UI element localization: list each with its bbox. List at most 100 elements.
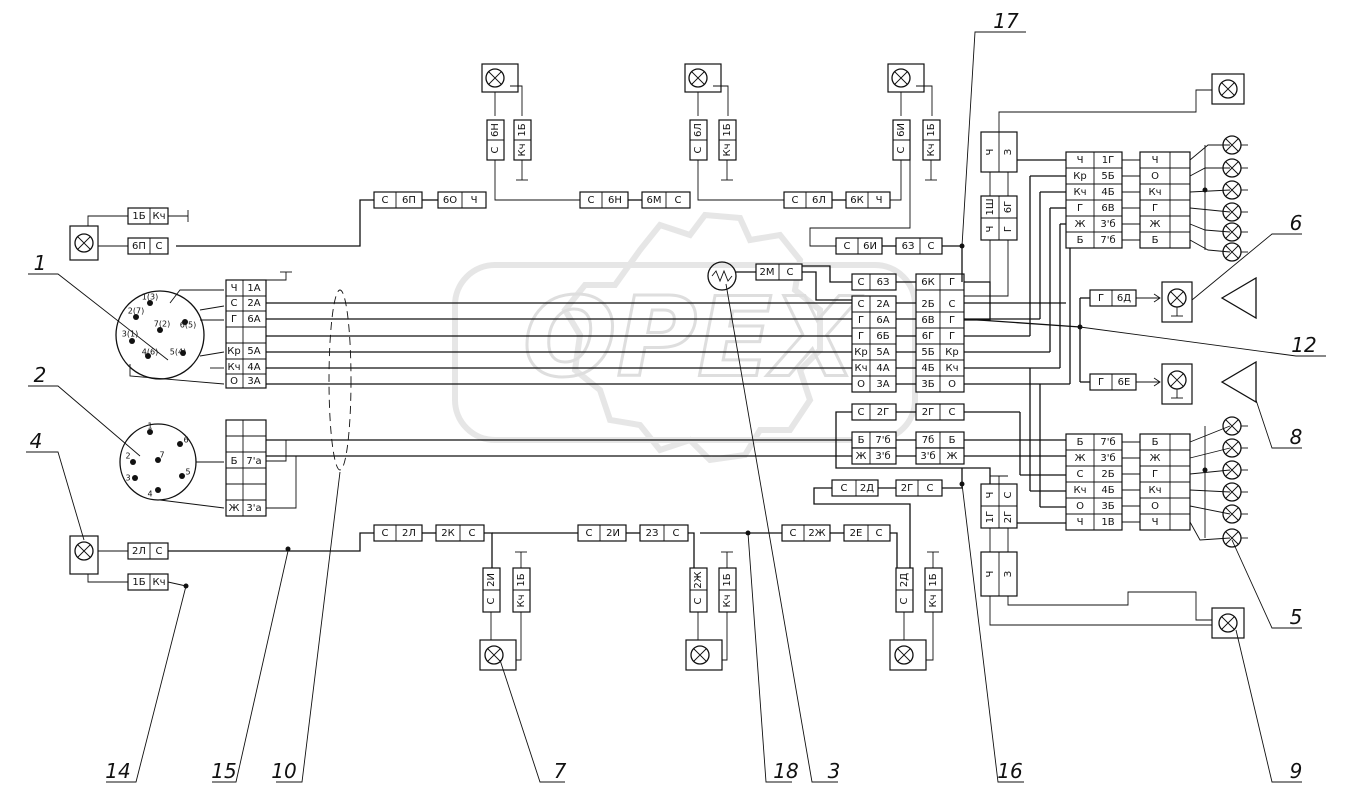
cell: 6Г [1003,201,1014,213]
cell: Ч [1152,155,1159,166]
cell: О [230,376,238,387]
cell: Ж [856,451,867,462]
cell: 5Б [1101,171,1114,182]
cell: 3'а [246,503,261,514]
cell: 6В [921,315,934,326]
cell: З [1003,149,1014,155]
cell: Ч [985,149,996,156]
right-bottom-lamps [1222,416,1248,548]
cell: Кр [1073,171,1086,182]
cell: Г [1098,377,1104,388]
cell: 4Б [921,363,934,374]
cell: 6З [877,277,890,288]
cell: Кр [854,347,867,358]
cell: 2Л [402,528,416,539]
cell: 6Н [490,123,501,137]
cell: Кч [1148,187,1161,198]
cell: Кч [1073,187,1086,198]
cell: 2Ж [693,571,704,588]
pin-label: 3(1) [122,330,138,339]
pin-label: 2 [125,452,130,461]
cell: З [1003,571,1014,577]
cell: 6А [247,314,260,325]
cell: 4А [876,363,889,374]
right-vconn-top: Ч З Ч 1Ш Г 6Г [964,73,1245,297]
cell: 3'б [875,451,890,462]
cell: 6Е [1118,377,1131,388]
cell: 4Б [1101,485,1114,496]
cell: 2Г [877,407,889,418]
cell: Кр [945,347,958,358]
cell: 5Б [921,347,934,358]
callout-number: 1 [34,251,47,275]
cell: 5А [247,346,260,357]
cell: Ч [985,492,996,499]
cell: Г [1098,293,1104,304]
cell: С [841,483,848,494]
cell: Кч [152,577,165,588]
cell: Г [949,315,955,326]
callout-number: 3 [828,759,841,783]
cell: С [1077,469,1084,480]
cell: Кч [1148,485,1161,496]
cell: С [858,277,865,288]
cell: 3Б [921,379,934,390]
right-vconn-bottom: Ч С 1Г 2Г Ч З [980,475,1245,639]
cell: 1Б [516,573,527,586]
cell: 2Г [901,483,913,494]
cell: Г [1152,203,1158,214]
callouts: 1 2 3 4 5 6 7 8 9 10 12 14 15 16 17 18 [26,9,1326,783]
top-lamp-2: С 6Л Кч 1Б [684,63,784,201]
cell: 2К [441,528,454,539]
cell: 1Б [928,573,939,586]
cell: 6О [443,195,457,206]
cell: Кч [928,594,939,607]
cell: 6Г [922,331,934,342]
connector-2: 1 2 3 4 5 6 7 [119,422,225,509]
cell: О [1151,501,1159,512]
cell: 3'б [1100,219,1115,230]
cell: О [1076,501,1084,512]
cell: С [787,267,794,278]
cell: 2А [247,298,260,309]
cell: С [693,597,704,604]
cell: 6Б [876,331,889,342]
cell: Г [1077,203,1083,214]
cell: Ч [471,195,478,206]
cell: Г [858,315,864,326]
cell: С [790,528,797,539]
pin-label: 7(2) [154,320,170,329]
cell: Ж [229,503,240,514]
pin-label: 4(6) [142,348,158,357]
cell: 3А [247,376,260,387]
cell: Г [949,277,955,288]
cell: Б [1152,437,1159,448]
cell: 2Л [132,546,146,557]
cell: 7'б [1100,437,1115,448]
cell: 6З [902,241,915,252]
cell: 6К [850,195,863,206]
cell: Кр [227,346,240,357]
cell: 6В [1101,203,1114,214]
cell: Кч [854,363,867,374]
cell: 1Ш [985,198,996,215]
cell: Кч [926,143,937,156]
cell: 7'б [1100,235,1115,246]
cell: С [928,241,935,252]
cell: 2Е [850,528,863,539]
cell: 4А [247,362,260,373]
cell: 2И [486,573,497,587]
cell: С [382,528,389,539]
cell: 7'б [875,435,890,446]
pin-label: 7 [159,451,164,460]
